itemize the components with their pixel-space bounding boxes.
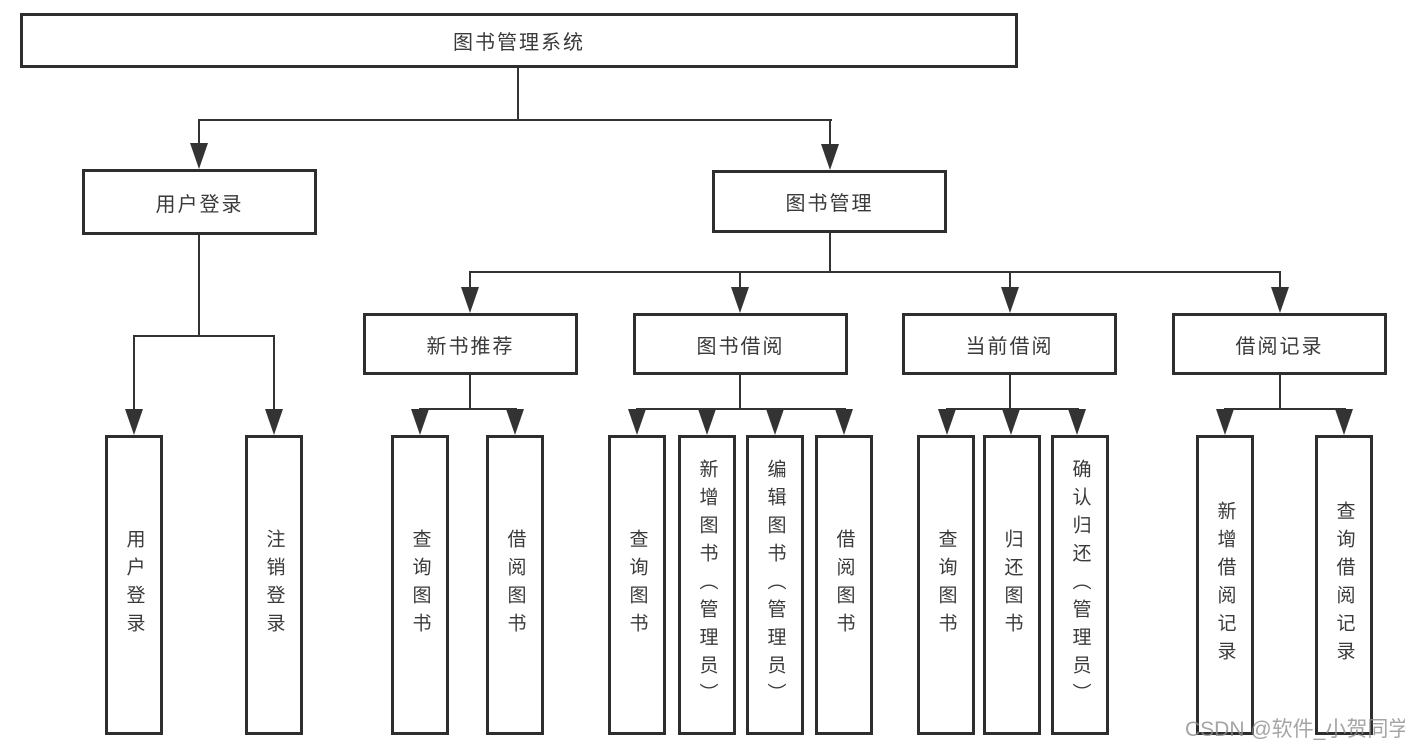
node-query-books-recommend: 查询图书 (391, 435, 449, 735)
node-query-books-current: 查询图书 (917, 435, 975, 735)
connector-arrow-down (1216, 409, 1234, 435)
connector-arrow-down (766, 409, 784, 435)
connector-line (469, 271, 1281, 273)
connector-line (198, 235, 200, 335)
node-current-borrow: 当前借阅 (902, 313, 1117, 375)
node-logout: 注销登录 (245, 435, 303, 735)
connector-arrow-down (1001, 287, 1019, 313)
connector-arrow-down (1068, 409, 1086, 435)
node-borrow-books-borrow: 借阅图书 (815, 435, 873, 735)
connector-arrow-down (265, 409, 283, 435)
connector-arrow-down (835, 409, 853, 435)
connector-arrow-down (938, 409, 956, 435)
node-confirm-return-admin: 确认归还（管理员） (1051, 435, 1109, 735)
node-return-books: 归还图书 (983, 435, 1041, 735)
connector-line (133, 335, 135, 409)
node-book-borrow: 图书借阅 (633, 313, 848, 375)
connector-line (829, 233, 831, 271)
node-book-management: 图书管理 (712, 170, 947, 233)
node-label: 查询图书 (935, 529, 957, 641)
node-edit-books-admin: 编辑图书（管理员） (746, 435, 804, 735)
connector-line (636, 408, 846, 410)
connector-arrow-down (628, 409, 646, 435)
connector-line (739, 271, 741, 287)
node-borrow-records: 借阅记录 (1172, 313, 1387, 375)
connector-line (829, 119, 831, 144)
node-label: 确认归还（管理员） (1069, 459, 1091, 711)
node-user-login-leaf: 用户登录 (105, 435, 163, 735)
csdn-watermark: CSDN @软件_小贺同学 (1185, 718, 1405, 741)
connector-arrow-down (125, 409, 143, 435)
connector-arrow-down (411, 409, 429, 435)
connector-line (1279, 271, 1281, 287)
node-label: 用户登录 (123, 529, 145, 641)
node-label: 查询图书 (409, 529, 431, 641)
connector-line (469, 271, 471, 287)
connector-line (1009, 375, 1011, 408)
connector-line (469, 375, 471, 408)
connector-line (739, 375, 741, 408)
connector-line (1279, 375, 1281, 408)
node-add-books-admin: 新增图书（管理员） (678, 435, 736, 735)
node-query-books-borrow: 查询图书 (608, 435, 666, 735)
connector-arrow-down (190, 143, 208, 169)
connector-arrow-down (461, 287, 479, 313)
connector-arrow-down (1271, 287, 1289, 313)
connector-line (1009, 271, 1011, 287)
node-label: 借阅图书 (504, 529, 526, 641)
connector-arrow-down (821, 144, 839, 170)
connector-arrow-down (1335, 409, 1353, 435)
connector-arrow-down (1002, 409, 1020, 435)
node-label: 借阅图书 (833, 529, 855, 641)
connector-line (273, 335, 275, 409)
node-query-borrow-record: 查询借阅记录 (1315, 435, 1373, 735)
node-new-book-recommend: 新书推荐 (363, 313, 578, 375)
connector-arrow-down (698, 409, 716, 435)
node-label: 归还图书 (1001, 529, 1023, 641)
connector-line (198, 119, 200, 143)
connector-arrow-down (731, 287, 749, 313)
connector-line (419, 408, 517, 410)
node-root: 图书管理系统 (20, 13, 1018, 68)
connector-line (198, 119, 832, 121)
node-label: 编辑图书（管理员） (764, 459, 786, 711)
node-user-login: 用户登录 (82, 169, 317, 235)
node-label: 查询借阅记录 (1333, 501, 1355, 669)
node-borrow-books-recommend: 借阅图书 (486, 435, 544, 735)
node-label: 新增图书（管理员） (696, 459, 718, 711)
node-add-borrow-record: 新增借阅记录 (1196, 435, 1254, 735)
node-label: 新增借阅记录 (1214, 501, 1236, 669)
connector-line (517, 68, 519, 119)
node-label: 注销登录 (263, 529, 285, 641)
connector-line (133, 335, 275, 337)
node-label: 查询图书 (626, 529, 648, 641)
connector-line (1224, 408, 1346, 410)
connector-arrow-down (506, 409, 524, 435)
